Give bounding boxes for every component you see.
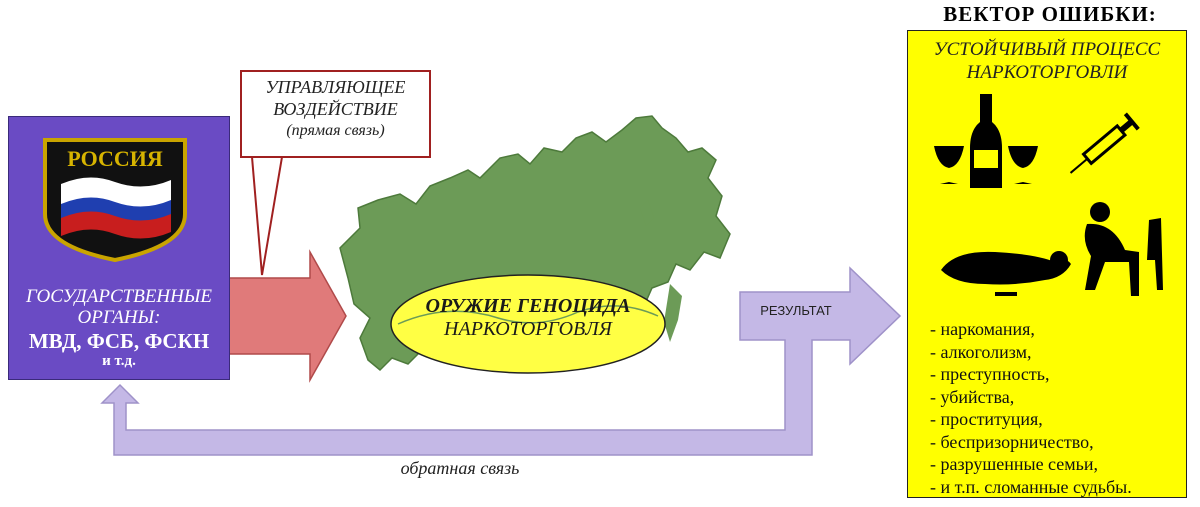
emblem-text: РОССИЯ: [67, 146, 163, 171]
list-item: - разрушенные семьи,: [930, 454, 1098, 474]
weapon-title: ОРУЖИЕ ГЕНОЦИДА: [425, 295, 631, 317]
russia-shield-icon: [43, 138, 187, 263]
agencies-text: МВД, ФСБ, ФСКН: [28, 329, 210, 353]
callout-line-3: (прямая связь): [286, 122, 385, 139]
list-item: - беспризорничество,: [930, 431, 1094, 452]
list-item: - и т.п. сломанные судьбы.: [930, 476, 1132, 497]
consequence-list: - наркомания, - алкоголизм, - преступнос…: [930, 318, 1180, 498]
vector-title-line-1: УСТОЙЧИВЫЙ ПРОЦЕСС: [933, 39, 1161, 60]
list-item: - алкоголизм,: [930, 341, 1032, 362]
list-item: - убийства,: [930, 386, 1015, 407]
result-label: РЕЗУЛЬТАТ: [760, 303, 832, 318]
alcohol-icon: [934, 94, 1038, 188]
callout-line-1: УПРАВЛЯЮЩЕЕ: [265, 77, 406, 97]
list-item: - проституция,: [930, 409, 1043, 429]
agencies-list: МВД, ФСБ, ФСКН и т.д.: [8, 330, 230, 370]
agencies-etc: и т.д.: [102, 353, 136, 369]
vector-title: УСТОЙЧИВЫЙ ПРОЦЕСС НАРКОТОРГОВЛИ: [907, 38, 1187, 84]
syringe-icon: [1069, 112, 1140, 174]
callout-pointer: [250, 156, 284, 276]
overdose-figures-icon: [941, 202, 1163, 296]
callout-line-2: ВОЗДЕЙСТВИЕ: [273, 99, 398, 119]
weapon-oval: [390, 274, 666, 374]
weapon-subtitle: НАРКОТОРГОВЛЯ: [444, 318, 612, 340]
list-item: - преступность,: [930, 364, 1050, 384]
control-arrow: [227, 249, 347, 383]
list-item: - наркомания,: [930, 319, 1035, 339]
vector-title-line-2: НАРКОТОРГОВЛИ: [966, 62, 1128, 83]
control-callout: УПРАВЛЯЮЩЕЕ ВОЗДЕЙСТВИЕ (прямая связь): [240, 70, 431, 158]
government-label: ГОСУДАРСТВЕННЫЕ ОРГАНЫ:: [25, 286, 213, 328]
vector-heading: ВЕКТОР ОШИБКИ:: [943, 2, 1157, 26]
feedback-label: обратная связь: [400, 458, 520, 478]
